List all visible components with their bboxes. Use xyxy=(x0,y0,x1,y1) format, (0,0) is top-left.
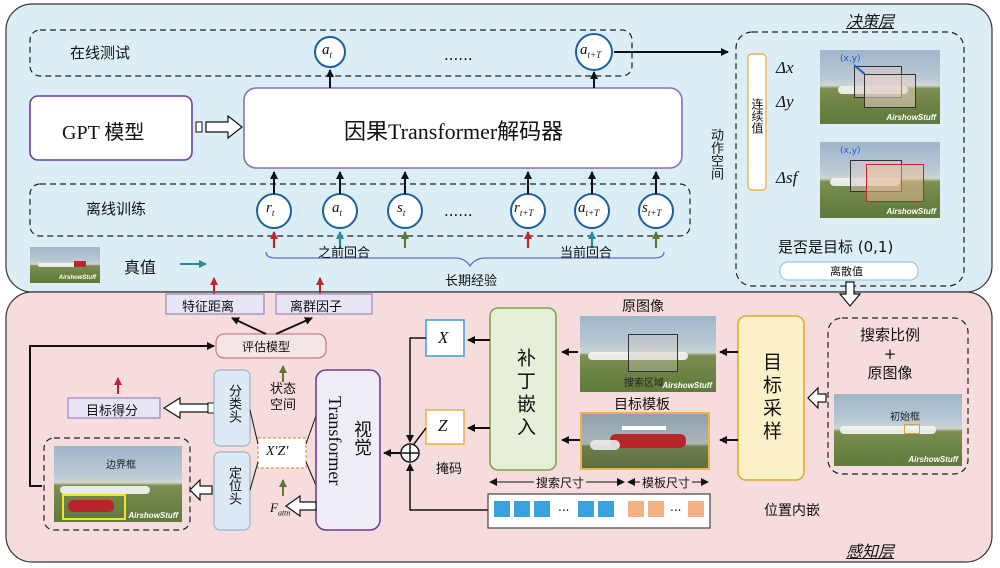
patch-embed-label: 补丁嵌入 xyxy=(512,348,539,440)
search-token xyxy=(598,501,614,517)
continuous-value-label: 连续值 xyxy=(749,98,766,134)
template-token xyxy=(688,501,704,517)
offline-token-label: st+T xyxy=(642,200,661,218)
decision-layer-title: 决策层 xyxy=(846,8,894,32)
search-token-dots: ... xyxy=(558,500,569,514)
offline-token-label: at xyxy=(332,200,342,218)
online-token-a-t-label: at xyxy=(322,42,332,60)
template-token xyxy=(628,501,644,517)
action-photo-bottom: (x,y) AirshowStuff xyxy=(820,142,940,218)
target-score-label: 目标得分 xyxy=(86,400,138,419)
search-token xyxy=(494,501,510,517)
search-token xyxy=(514,501,530,517)
xz-token-label: X'Z' xyxy=(266,444,288,460)
perception-layer-title: 感知层 xyxy=(846,538,894,562)
pos-embed-label: 位置内嵌 xyxy=(764,500,820,520)
template-token xyxy=(648,501,664,517)
curr-episode-label: 当前回合 xyxy=(560,242,612,261)
original-image-photo: 搜索区域 AirshowStuff xyxy=(580,316,716,392)
eval-model-label: 评估模型 xyxy=(242,338,290,355)
search-size-label: 搜索尺寸 xyxy=(534,474,586,491)
discrete-value-label: 离散值 xyxy=(830,263,863,279)
feature-distance-label: 特征距离 xyxy=(182,296,234,315)
ground-truth-label: 真值 xyxy=(124,254,156,278)
cls-head-label: 分类头 xyxy=(224,384,243,423)
offline-train-label: 离线训练 xyxy=(86,198,146,219)
offline-token-label: rt xyxy=(266,200,274,218)
action-photo-top: (x,y) AirshowStuff xyxy=(820,50,940,124)
search-token xyxy=(534,501,550,517)
online-test-label: 在线测试 xyxy=(70,42,130,63)
vision-transformer-label-1: 视觉 xyxy=(348,420,374,456)
x-box-label: X xyxy=(438,328,448,348)
bbox-photo: 边界框 AirshowStuff xyxy=(54,446,182,522)
template-token-dots: ... xyxy=(670,500,681,514)
target-sampling-label: 目标采样 xyxy=(758,352,785,444)
online-dots: ...... xyxy=(444,46,473,64)
delta-y-label: Δy xyxy=(776,92,794,112)
gpt-model-label: GPT 模型 xyxy=(62,116,144,145)
state-space-label: 状态 空间 xyxy=(270,382,296,414)
position-token-strip: ... ... xyxy=(488,494,710,528)
fattn-label: Fattn xyxy=(270,500,290,518)
z-box-label: Z xyxy=(438,416,447,436)
outlier-factor-label: 离群因子 xyxy=(290,296,342,315)
search-scale-label: 搜索比例 + 原图像 xyxy=(860,326,920,383)
offline-token-label: at+T xyxy=(578,200,599,218)
causal-decoder-label: 因果Transformer解码器 xyxy=(344,114,563,146)
mask-label: 掩码 xyxy=(436,458,462,477)
offline-token-label: rt+T xyxy=(514,200,533,218)
delta-sf-label: Δsf xyxy=(776,168,797,188)
vision-transformer-label-2: Transformer xyxy=(324,396,345,485)
offline-dots: ...... xyxy=(444,202,473,220)
offline-token-label: st xyxy=(397,200,405,218)
long-term-exp-label: 长期经验 xyxy=(445,270,497,289)
template-size-label: 模板尺寸 xyxy=(640,474,692,491)
original-image-label: 原图像 xyxy=(622,296,664,316)
search-scale-photo: 初始框 AirshowStuff xyxy=(834,394,962,466)
online-token-a-tT-label: at+T xyxy=(580,42,601,60)
loc-head-label: 定位头 xyxy=(224,466,243,505)
target-template-label: 目标模板 xyxy=(614,394,670,414)
action-space-label: 动作空间 xyxy=(706,128,725,180)
search-token xyxy=(578,501,594,517)
is-target-label: 是否是目标 (0,1) xyxy=(778,236,893,257)
target-template-photo xyxy=(580,412,710,470)
ground-truth-thumbnail: AirshowStuff xyxy=(30,247,100,283)
delta-x-label: Δx xyxy=(776,58,794,78)
prev-episode-label: 之前回合 xyxy=(318,242,370,261)
